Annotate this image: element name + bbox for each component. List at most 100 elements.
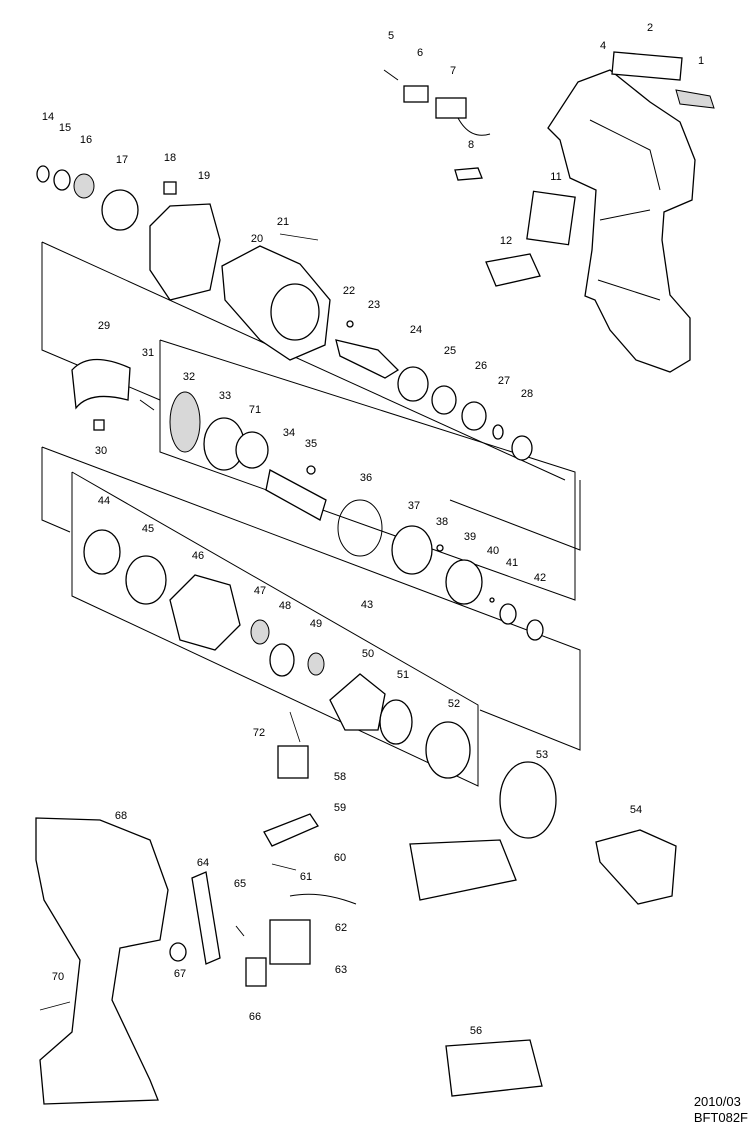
part-number-24: 24 <box>409 324 423 336</box>
planetary-section-frame <box>41 446 581 751</box>
housing-right-half <box>547 69 696 373</box>
ball-38 <box>436 544 444 552</box>
part-number-15: 15 <box>58 122 72 134</box>
part-number-62: 62 <box>334 922 348 934</box>
gear-case-46 <box>169 574 241 651</box>
part-number-68: 68 <box>114 810 128 822</box>
part-number-59: 59 <box>333 802 347 814</box>
part-number-61: 61 <box>299 871 313 883</box>
part-number-7: 7 <box>449 65 457 77</box>
part-number-31: 31 <box>141 347 155 359</box>
part-number-34: 34 <box>282 427 296 439</box>
part-number-66: 66 <box>248 1011 262 1023</box>
gear-47 <box>250 619 270 645</box>
part-number-26: 26 <box>474 360 488 372</box>
housing-left-half-68 <box>35 817 169 1105</box>
bracket-29 <box>71 358 131 410</box>
part-number-20: 20 <box>250 233 264 245</box>
part-number-35: 35 <box>304 438 318 450</box>
housing-ribs <box>589 119 661 301</box>
part-number-72: 72 <box>252 727 266 739</box>
part-number-25: 25 <box>443 345 457 357</box>
washer-37 <box>391 525 433 575</box>
bearing-24 <box>397 366 429 402</box>
part-number-16: 16 <box>79 134 93 146</box>
terminal-56 <box>445 1039 543 1097</box>
part-number-67: 67 <box>173 968 187 980</box>
spring-31 <box>139 399 155 411</box>
part-number-60: 60 <box>333 852 347 864</box>
part-number-21: 21 <box>276 216 290 228</box>
part-number-56: 56 <box>469 1025 483 1037</box>
ball-22 <box>346 320 354 328</box>
part-number-14: 14 <box>41 111 55 123</box>
nameplate <box>611 51 683 81</box>
part-number-53: 53 <box>535 749 549 761</box>
cover-19 <box>149 203 221 301</box>
ring-39 <box>445 559 483 605</box>
wire-62 <box>289 893 357 905</box>
part-number-46: 46 <box>191 550 205 562</box>
lever-60 <box>263 813 319 847</box>
part-number-4: 4 <box>599 40 607 52</box>
part-number-52: 52 <box>447 698 461 710</box>
part-number-18: 18 <box>163 152 177 164</box>
washer-71 <box>235 431 269 469</box>
part-number-65: 65 <box>233 878 247 890</box>
circuit-11 <box>526 190 576 246</box>
rotor-54 <box>595 829 677 905</box>
plate-12 <box>485 253 541 287</box>
screw-58 <box>289 711 301 743</box>
screw-30 <box>93 419 105 431</box>
washer-25 <box>431 385 457 415</box>
screw-42 <box>526 619 544 641</box>
badge <box>675 89 715 109</box>
part-number-2: 2 <box>646 22 654 34</box>
bearing-45 <box>125 555 167 605</box>
screw-18 <box>163 181 177 195</box>
part-number-11: 11 <box>550 171 562 183</box>
ball-40 <box>489 597 495 603</box>
footer-code: BFT082F <box>693 1110 748 1125</box>
part-number-44: 44 <box>97 495 111 507</box>
gear-32 <box>169 391 201 453</box>
part-number-45: 45 <box>141 523 155 535</box>
bearing-26 <box>461 401 487 431</box>
part-number-17: 17 <box>115 154 129 166</box>
ring-15 <box>53 169 71 191</box>
part-number-37: 37 <box>407 500 421 512</box>
switch-6 <box>403 85 429 103</box>
part-number-43: 43 <box>360 599 374 611</box>
hammer-section-frame <box>159 339 576 601</box>
switch-cover-59 <box>277 745 309 779</box>
plate-51 <box>379 699 413 745</box>
screw-21 <box>279 233 319 241</box>
pin-61 <box>271 863 297 871</box>
brush-66 <box>245 957 267 987</box>
part-number-63: 63 <box>334 964 348 976</box>
controller-7 <box>435 97 467 119</box>
part-number-12: 12 <box>499 235 513 247</box>
part-number-29: 29 <box>97 320 111 332</box>
part-number-8: 8 <box>467 139 475 151</box>
part-number-32: 32 <box>182 371 196 383</box>
spring-36 <box>337 499 383 557</box>
motor-bracket-52 <box>425 721 471 779</box>
cap-67 <box>169 942 187 962</box>
sleeve-17 <box>101 189 139 231</box>
part-number-64: 64 <box>196 857 210 869</box>
part-number-36: 36 <box>359 472 373 484</box>
carrier-48 <box>269 643 295 677</box>
wire-7 <box>457 117 491 136</box>
spring-16 <box>73 173 95 199</box>
part-number-49: 49 <box>309 618 323 630</box>
controller-board <box>409 839 517 901</box>
ring-27 <box>492 424 504 440</box>
part-number-50: 50 <box>361 648 375 660</box>
part-number-30: 30 <box>94 445 108 457</box>
part-number-39: 39 <box>463 531 477 543</box>
led-8 <box>454 167 483 181</box>
small-spring-5 <box>383 69 399 81</box>
ring-gear-50 <box>329 673 386 731</box>
